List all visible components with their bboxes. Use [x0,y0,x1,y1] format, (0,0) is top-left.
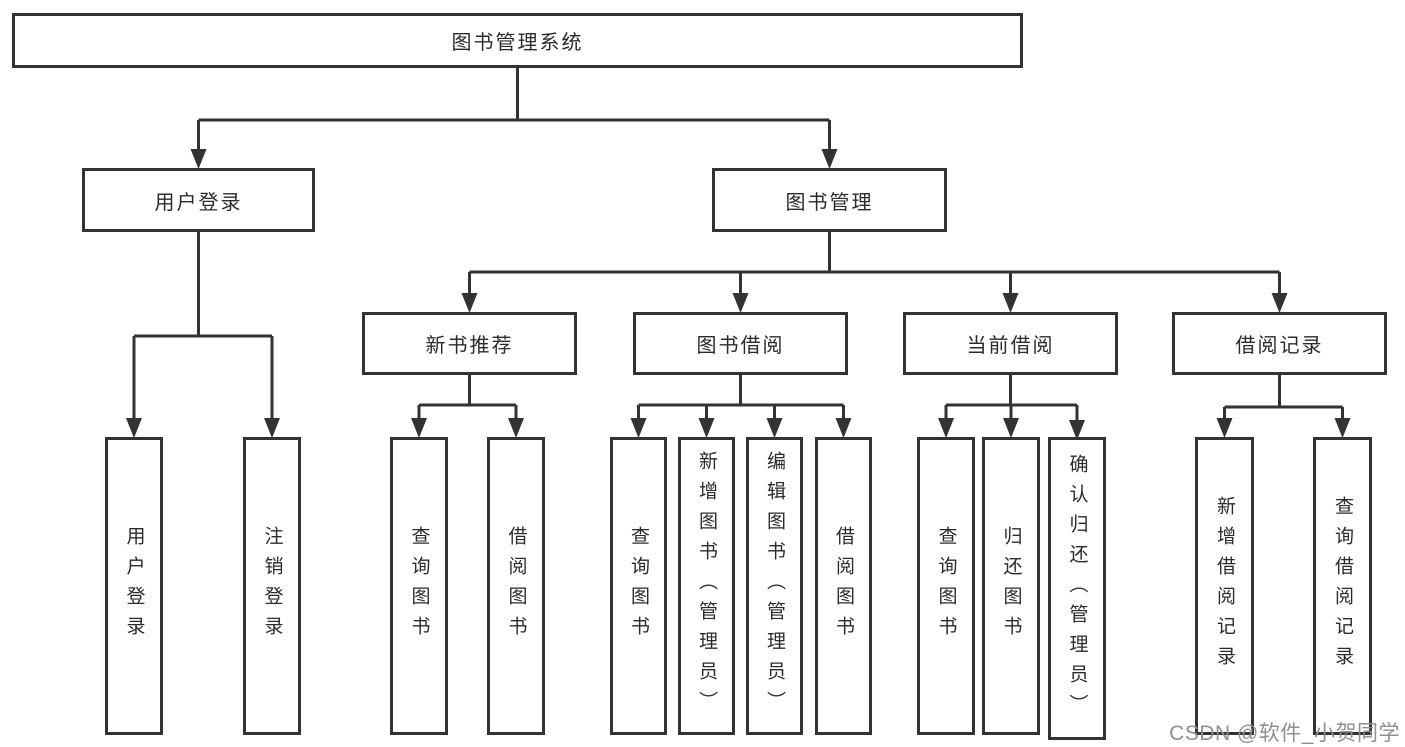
arrow-down-icon [938,418,954,438]
leaf-borrow-books-newgroup: 借阅图书 [487,437,545,735]
node-book-borrow: 图书借阅 [633,312,848,375]
node-borrow-records-label: 借阅记录 [1235,335,1324,357]
leaf-logout-label: 注销登录 [261,526,283,646]
arrow-down-icon [264,418,280,438]
arrow-down-icon [732,293,749,313]
node-new-book-recommend-label: 新书推荐 [425,335,514,357]
arrow-down-icon [1271,293,1288,313]
leaf-confirm-return-admin: 确认归还（管理员） [1048,437,1106,740]
leaf-confirm-return-admin-label: 确认归还（管理员） [1066,453,1088,724]
leaf-edit-books-admin: 编辑图书（管理员） [746,437,803,735]
arrow-down-icon [1002,293,1019,313]
leaf-user-login: 用户登录 [105,437,163,735]
connector-user-login-to-leaves [132,232,274,420]
arrow-down-icon [821,149,838,169]
leaf-query-books-newgroup-label: 查询图书 [408,526,430,646]
arrow-down-icon [1069,420,1085,440]
arrow-down-icon [1334,418,1351,438]
node-book-management-label: 图书管理 [785,191,874,214]
node-user-login-label: 用户登录 [154,191,243,214]
connector-borrow-records-to-leaves [1223,375,1344,420]
connector-new-books-to-leaves [417,375,518,420]
leaf-query-books-currentgroup: 查询图书 [917,437,975,735]
leaf-query-borrow-record: 查询借阅记录 [1313,437,1372,735]
node-root-system: 图书管理系统 [12,13,1023,68]
leaf-borrow-books-borrowgroup: 借阅图书 [815,437,872,735]
arrow-down-icon [126,418,142,438]
leaf-add-borrow-record: 新增借阅记录 [1195,437,1254,735]
arrow-down-icon [411,418,427,438]
arrow-down-icon [461,293,478,313]
arrowheads-user-login [126,418,280,438]
node-current-borrow-label: 当前借阅 [966,335,1055,357]
arrow-down-icon [698,418,715,438]
leaf-user-login-label: 用户登录 [123,526,145,646]
arrow-down-icon [835,418,852,438]
leaf-borrow-books-newgroup-label: 借阅图书 [505,526,527,646]
leaf-query-borrow-record-label: 查询借阅记录 [1332,496,1353,676]
node-current-borrow: 当前借阅 [903,312,1118,375]
node-root-label: 图书管理系统 [451,32,584,54]
node-book-borrow-label: 图书借阅 [696,335,785,357]
connector-book-mgmt-to-level3 [468,232,1281,296]
connector-book-borrow-to-leaves [637,375,845,420]
arrow-down-icon [766,418,783,438]
arrowheads-level3 [461,293,1288,313]
leaf-query-books-newgroup: 查询图书 [390,437,448,735]
leaf-return-books-label: 归还图书 [1000,526,1022,646]
node-user-login: 用户登录 [82,168,315,232]
arrow-down-icon [190,149,207,169]
node-borrow-records: 借阅记录 [1172,312,1387,375]
arrowheads-borrow-records [1216,418,1351,438]
leaf-query-books-currentgroup-label: 查询图书 [935,526,957,646]
connector-root-to-level2 [197,68,831,152]
node-new-book-recommend: 新书推荐 [362,312,577,375]
leaf-add-books-admin-label: 新增图书（管理员） [696,451,717,721]
leaf-query-books-borrowgroup: 查询图书 [610,437,667,735]
arrowheads-current-borrow [938,418,1085,440]
arrow-down-icon [630,418,647,438]
node-book-management: 图书管理 [712,168,947,232]
leaf-edit-books-admin-label: 编辑图书（管理员） [764,451,785,721]
leaf-logout: 注销登录 [243,437,301,735]
leaf-add-books-admin: 新增图书（管理员） [678,437,735,735]
arrowheads-book-borrow [630,418,852,438]
arrow-down-icon [1003,418,1019,438]
leaf-query-books-borrowgroup-label: 查询图书 [628,526,649,646]
leaf-borrow-books-borrowgroup-label: 借阅图书 [833,526,854,646]
arrow-down-icon [508,418,524,438]
arrow-down-icon [1216,418,1233,438]
csdn-watermark: CSDN @软件_小贺同学 [1169,722,1400,745]
arrowheads-level2 [190,149,838,169]
leaf-return-books: 归还图书 [982,437,1040,735]
leaf-add-borrow-record-label: 新增借阅记录 [1214,496,1235,676]
connector-current-borrow-to-leaves [944,375,1079,420]
arrowheads-new-books [411,418,524,438]
